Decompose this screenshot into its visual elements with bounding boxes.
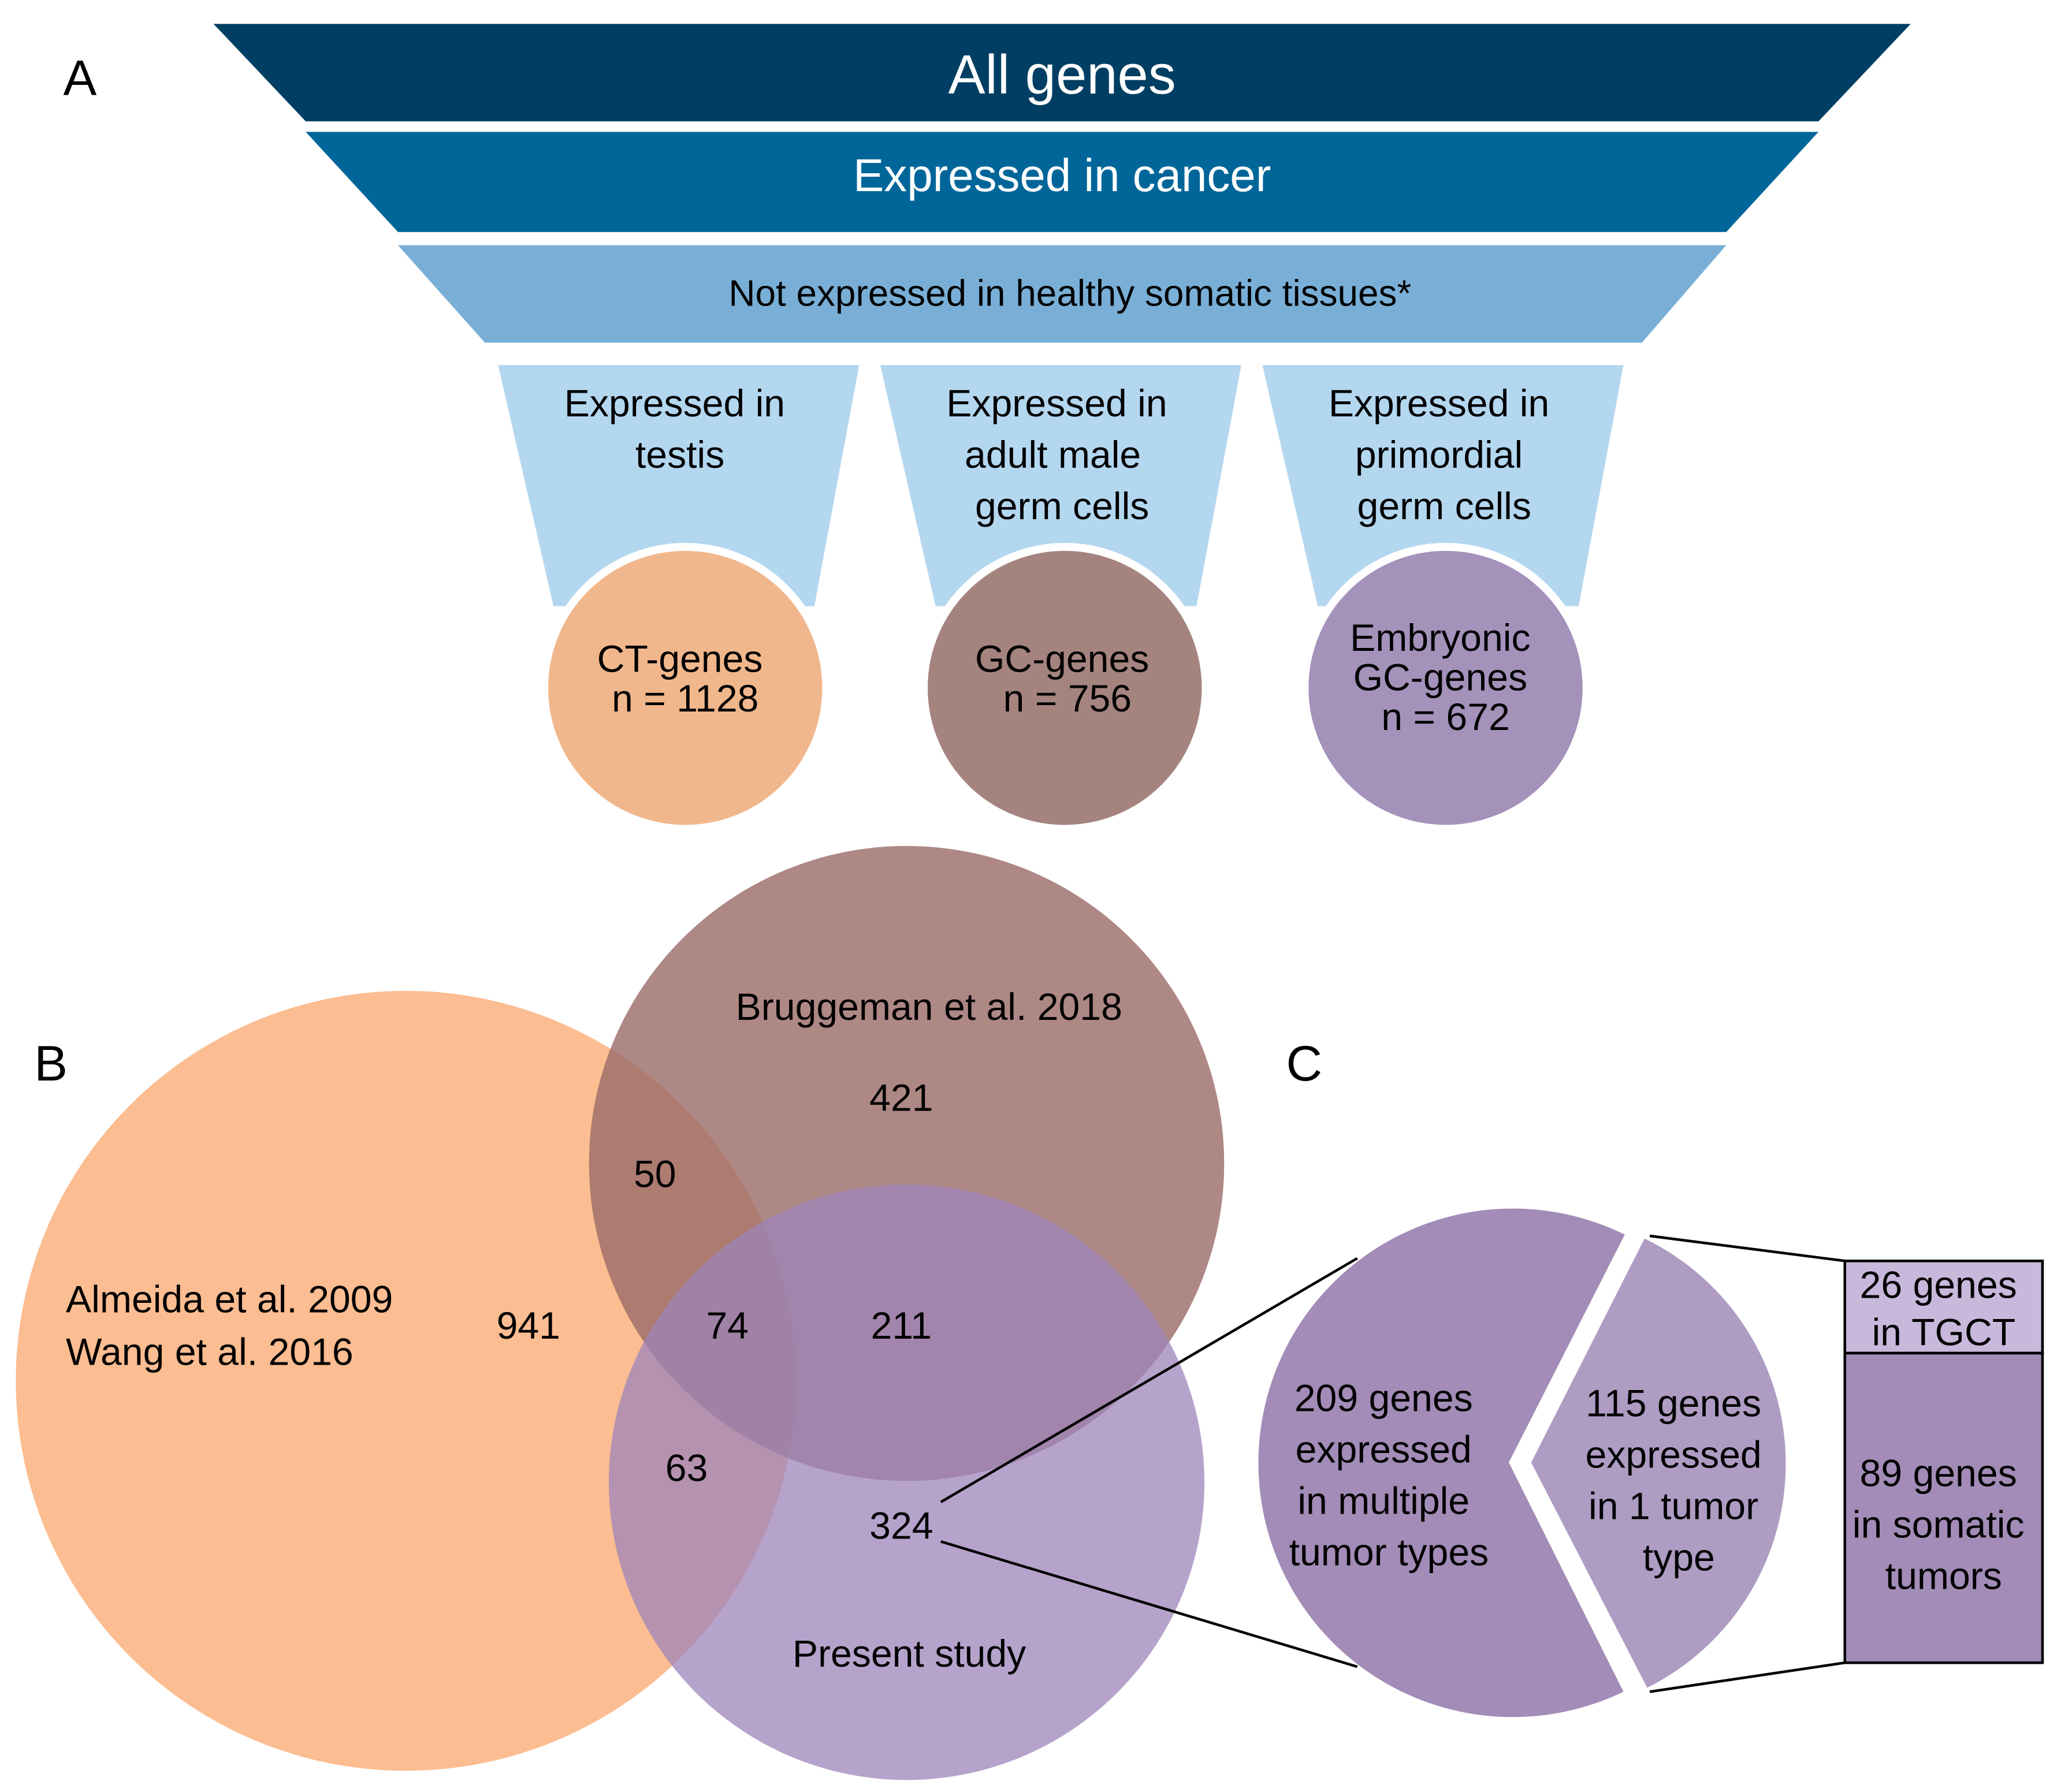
venn-count-all-three: 74 xyxy=(706,1305,749,1347)
branch-ct-genes-criterion: Expressed in testis xyxy=(564,382,796,476)
embryonic-gc-genes-circle-label: Embryonic GC-genes n = 672 xyxy=(1350,617,1541,739)
venn-count-present-only: 324 xyxy=(869,1505,933,1548)
venn-count-bruggeman-present: 211 xyxy=(871,1305,932,1347)
breakout-label-tgct: 26 genes in TGCT xyxy=(1860,1264,2028,1354)
breakout-line-upper xyxy=(1649,1234,1846,1262)
breakout-tgct-line: in TGCT xyxy=(1872,1311,2015,1354)
breakout-somatic-line: 89 genes xyxy=(1860,1452,2017,1495)
venn-label-bruggeman: Bruggeman et al. 2018 xyxy=(736,986,1122,1029)
pie-label-single-line: type xyxy=(1643,1536,1715,1579)
branch-ct-genes-criterion-line: Expressed in xyxy=(564,382,785,425)
gc-genes-circle-label: GC-genes n = 756 xyxy=(975,638,1160,720)
panel-a: A All genes Expressed in cancer Not expr… xyxy=(63,24,1911,833)
branch-ct-genes-criterion-line: testis xyxy=(635,434,724,476)
branch-embryonic-gc-genes-criterion-line: primordial xyxy=(1355,434,1523,476)
embryonic-gc-genes-circle xyxy=(1300,543,1591,833)
panel-b-label: B xyxy=(34,1036,68,1091)
branch-embryonic-gc-genes-criterion-line: germ cells xyxy=(1357,485,1531,528)
gc-genes-count: n = 756 xyxy=(1003,677,1132,720)
breakout-box-tgct xyxy=(1843,1260,2044,1355)
branch-gc-genes-criterion-line: Expressed in xyxy=(946,382,1167,425)
pie-slice-multiple-tumor-types xyxy=(1258,1208,1625,1718)
venn-label-present-study: Present study xyxy=(793,1633,1026,1675)
gc-genes-name: GC-genes xyxy=(975,638,1149,681)
branch-gc-genes-criterion: Expressed in adult male germ cells xyxy=(946,382,1178,528)
branch-gc-genes: Expressed in adult male germ cells GC-ge… xyxy=(880,365,1241,833)
pie-label-single-line: expressed xyxy=(1586,1434,1762,1477)
funnel-level-expressed-in-cancer-label: Expressed in cancer xyxy=(853,150,1271,201)
funnel-level-not-expressed-in-healthy-tissues xyxy=(397,245,1727,343)
breakout-tgct-line: 26 genes xyxy=(1860,1264,2017,1306)
breakout-somatic-line: tumors xyxy=(1885,1555,2002,1597)
branch-gc-genes-funnel xyxy=(880,365,1241,606)
embryonic-gc-genes-name-line1: Embryonic xyxy=(1350,617,1530,660)
venn-label-almeida: Almeida et al. 2009 xyxy=(66,1278,393,1321)
pie-label-multiple-line: expressed xyxy=(1296,1428,1472,1471)
venn-label-almeida-wang: Almeida et al. 2009 Wang et al. 2016 xyxy=(66,1278,404,1373)
venn-label-wang: Wang et al. 2016 xyxy=(66,1331,354,1374)
funnel-level-expressed-in-cancer xyxy=(306,132,1819,232)
pie-label-single-line: 115 genes xyxy=(1586,1383,1761,1425)
callout-line-lower xyxy=(940,1540,1358,1668)
pie-label-multiple-line: tumor types xyxy=(1289,1531,1489,1574)
pie-label-single-line: in 1 tumor xyxy=(1589,1485,1758,1528)
pie-label-one-tumor-type: 115 genes expressed in 1 tumor type xyxy=(1586,1383,1773,1579)
pie-slice-one-tumor-type xyxy=(1531,1238,1786,1688)
branch-gc-genes-criterion-line: germ cells xyxy=(975,485,1149,528)
pie-label-multiple-tumor-types: 209 genes expressed in multiple tumor ty… xyxy=(1289,1377,1489,1574)
branch-embryonic-gc-genes-funnel xyxy=(1262,365,1624,606)
panel-c-label: C xyxy=(1286,1036,1322,1091)
panel-a-label: A xyxy=(63,51,96,106)
branch-ct-genes-funnel xyxy=(498,365,860,606)
branch-embryonic-gc-genes-criterion: Expressed in primordial germ cells xyxy=(1329,382,1560,528)
pie-label-multiple-line: in multiple xyxy=(1297,1480,1470,1522)
breakout-label-somatic: 89 genes in somatic tumors xyxy=(1853,1452,2035,1597)
breakout-somatic-line: in somatic xyxy=(1853,1503,2025,1546)
venn-count-almeida-bruggeman: 50 xyxy=(634,1153,676,1196)
funnel-level-all-genes-label: All genes xyxy=(948,44,1176,106)
panel-c: C 209 genes expressed in multiple tumor … xyxy=(940,1036,2044,1718)
venn-circle-present-study xyxy=(608,1184,1205,1780)
ct-genes-count: n = 1128 xyxy=(612,677,758,720)
venn-count-bruggeman-only: 421 xyxy=(869,1076,933,1119)
branch-ct-genes: Expressed in testis CT-genes n = 1128 xyxy=(498,365,860,833)
gc-genes-circle xyxy=(920,543,1210,833)
pie-label-multiple-line: 209 genes xyxy=(1295,1377,1473,1420)
callout-line-upper xyxy=(940,1257,1358,1503)
branch-embryonic-gc-genes: Expressed in primordial germ cells Embry… xyxy=(1262,365,1624,833)
embryonic-gc-genes-name-line2: GC-genes xyxy=(1353,657,1527,699)
venn-count-almeida-present: 63 xyxy=(665,1447,708,1489)
embryonic-gc-genes-count: n = 672 xyxy=(1381,696,1510,739)
branch-gc-genes-criterion-line: adult male xyxy=(965,434,1141,476)
venn-count-almeida-only: 941 xyxy=(497,1305,560,1347)
ct-genes-circle xyxy=(540,543,831,833)
ct-genes-name: CT-genes xyxy=(597,638,763,681)
funnel-level-all-genes xyxy=(213,24,1911,122)
funnel-level-not-expressed-in-healthy-tissues-label: Not expressed in healthy somatic tissues… xyxy=(728,273,1411,314)
panel-b: B Bruggeman et al. 2018 Almeida et al. 2… xyxy=(16,845,1225,1780)
breakout-line-lower xyxy=(1649,1661,1846,1693)
breakout-box-somatic xyxy=(1843,1351,2044,1664)
ct-genes-circle-label: CT-genes n = 1128 xyxy=(597,638,773,720)
branch-embryonic-gc-genes-criterion-line: Expressed in xyxy=(1329,382,1549,425)
